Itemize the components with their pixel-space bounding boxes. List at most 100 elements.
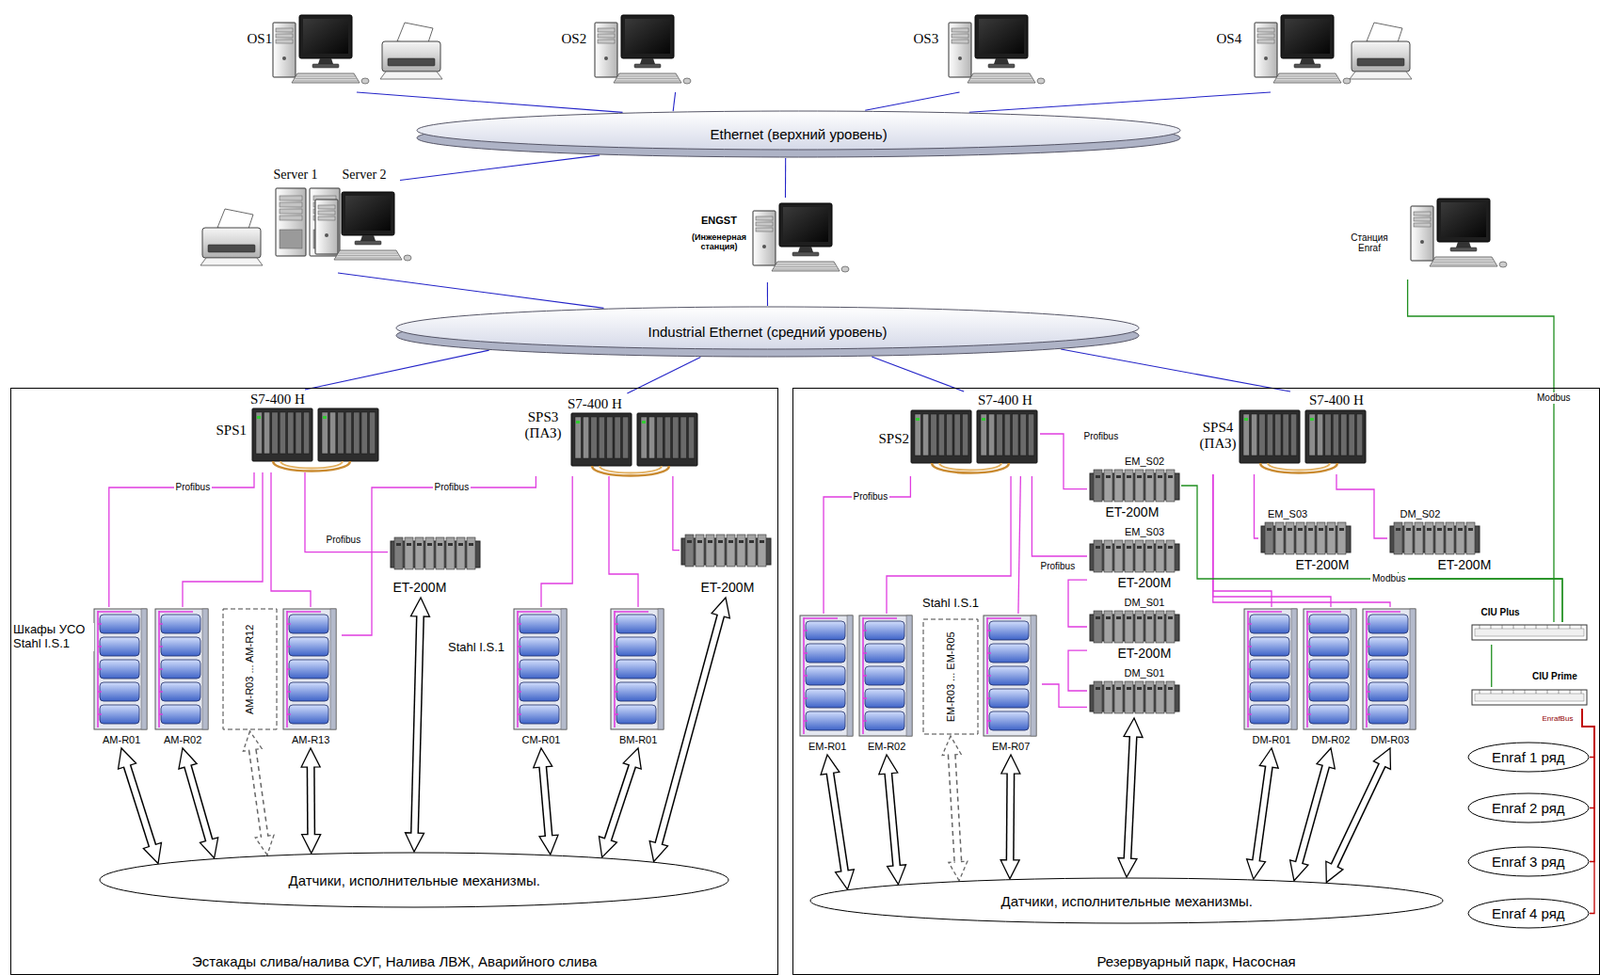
ellipse-outline [810, 878, 1443, 924]
shape-rect [99, 704, 140, 724]
shape-rect [1095, 475, 1101, 479]
shape-path [516, 610, 519, 728]
shape-rect [616, 704, 656, 724]
connector-line [672, 476, 680, 551]
shape-rect [923, 619, 978, 735]
connector-line [1213, 474, 1391, 608]
art-group [1089, 681, 1180, 714]
connector-line [871, 356, 964, 392]
shape-rect [951, 28, 969, 32]
shape-rect [1316, 414, 1323, 456]
power-button [282, 56, 287, 61]
shape-rect [329, 412, 336, 454]
shape-rect [519, 682, 560, 702]
shape-path [1479, 624, 1481, 629]
bus-connector [871, 356, 964, 392]
node-text: S7-400 H [250, 391, 305, 408]
shape-rect [345, 195, 391, 231]
art-group [1468, 793, 1589, 823]
io-rack: ET-200M [387, 532, 482, 598]
bus-connector [1181, 485, 1563, 623]
io-cabinet: EM-R01 [796, 613, 859, 755]
shape-rect [425, 537, 434, 570]
shape-rect [519, 659, 560, 679]
arrow-head [948, 861, 968, 881]
shape-rect [1456, 522, 1465, 555]
ellipse-outline [1468, 742, 1589, 772]
io-cabinet-art [796, 613, 859, 755]
enraf-station: Станция Enraf [1334, 192, 1518, 280]
io-cabinet: BM-R01 [607, 607, 670, 749]
art-group [283, 608, 336, 730]
shape-rect [456, 537, 465, 570]
shape-rect [345, 412, 352, 454]
shape-path [1366, 610, 1401, 613]
art-group [1390, 522, 1480, 555]
shape-rect [387, 58, 435, 66]
shape-rect [680, 416, 687, 459]
field-devices: Датчики, исполнительные механизмы. [809, 877, 1444, 925]
shape-rect [1257, 28, 1275, 32]
node-text: OS2 [561, 31, 588, 48]
shape-rect [256, 412, 262, 454]
art-group [396, 306, 1139, 357]
shape-rect [318, 210, 336, 215]
shape-rect [976, 410, 1038, 464]
shape-rect [1136, 545, 1142, 549]
shape-rect [303, 18, 349, 54]
shape-path [618, 76, 677, 78]
shape-path [1260, 463, 1338, 474]
shape-rect [1472, 689, 1587, 705]
shape-rect [594, 22, 618, 78]
mouse [1499, 261, 1507, 268]
shape-path [617, 78, 679, 80]
shape-rect [946, 414, 953, 456]
shape-rect [1104, 469, 1113, 502]
shape-path [614, 610, 649, 613]
shape-rect [1424, 522, 1434, 555]
connector-line [304, 472, 388, 553]
shape-path [272, 461, 351, 472]
free-label: Шкафы УСО Stahl I.S.1 [11, 623, 95, 652]
shape-path [1267, 463, 1330, 471]
arrow-hollow [187, 764, 210, 842]
connector-line [886, 476, 1011, 614]
workstation-art [249, 9, 452, 93]
io-arrow [1290, 748, 1336, 881]
ellipse-outline [1468, 793, 1589, 823]
io-arrow [1247, 748, 1280, 880]
io-cabinet: DM-R03 [1359, 607, 1422, 749]
shape-rect [1277, 528, 1282, 531]
shape-rect [1104, 610, 1113, 643]
art-group [252, 408, 379, 472]
shape-path [96, 610, 99, 728]
shape-rect [624, 18, 671, 54]
shape-rect [716, 534, 725, 567]
shape-rect [288, 412, 294, 454]
shape-rect [1356, 414, 1362, 456]
io-rack: EM_S02ET-200M [1087, 451, 1182, 520]
io-arrow [1000, 754, 1021, 880]
shape-rect [295, 412, 302, 454]
connector-line [1490, 644, 1492, 688]
shape-rect [312, 64, 339, 68]
shape-rect [318, 408, 379, 462]
bus-connector [1060, 349, 1291, 392]
shape-rect [279, 229, 303, 249]
bus-connector [109, 472, 255, 608]
shape-path [987, 617, 1022, 620]
power-button [762, 244, 767, 249]
shape-rect [1266, 528, 1272, 531]
node-text: S7-400 H [567, 396, 623, 413]
shape-rect [847, 615, 853, 736]
io-arrow [820, 754, 854, 890]
shape-rect [915, 417, 920, 421]
io-cabinet-art [151, 607, 214, 749]
shape-path [771, 261, 840, 272]
shape-rect [1339, 528, 1344, 531]
arrow-head [1001, 754, 1021, 774]
shape-rect [1126, 545, 1132, 549]
shape-path [969, 80, 1034, 82]
io-rack: DM_S01ET-200M [1087, 592, 1182, 661]
